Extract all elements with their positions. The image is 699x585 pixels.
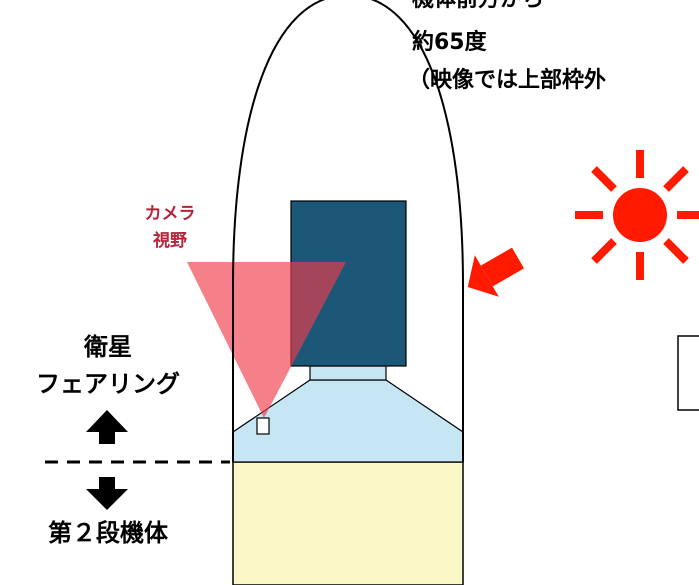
fairing-outline	[232, 0, 464, 462]
sun-icon	[575, 150, 699, 280]
fairing-label-line-1: 衛星	[84, 333, 132, 361]
annotation-line-2: 約65度	[412, 30, 487, 55]
info-box-partial	[677, 335, 699, 411]
camera-icon	[256, 417, 270, 435]
camera-label-line-2: 視野	[153, 231, 187, 251]
arrow-down-icon	[86, 477, 128, 510]
fairing-label-line-2: フェアリング	[36, 370, 180, 398]
second-stage-label: 第２段機体	[48, 519, 168, 547]
adapter-ring	[309, 365, 387, 381]
annotation-line-3: （映像では上部枠外	[408, 68, 607, 93]
camera-field-of-view	[187, 262, 346, 418]
second-stage-body	[232, 461, 464, 585]
annotation-line-1: 機体前方から	[412, 0, 544, 11]
camera-label-line-1: カメラ	[144, 204, 196, 224]
sunlight-arrow-icon	[467, 247, 524, 297]
arrow-up-icon	[86, 410, 128, 444]
